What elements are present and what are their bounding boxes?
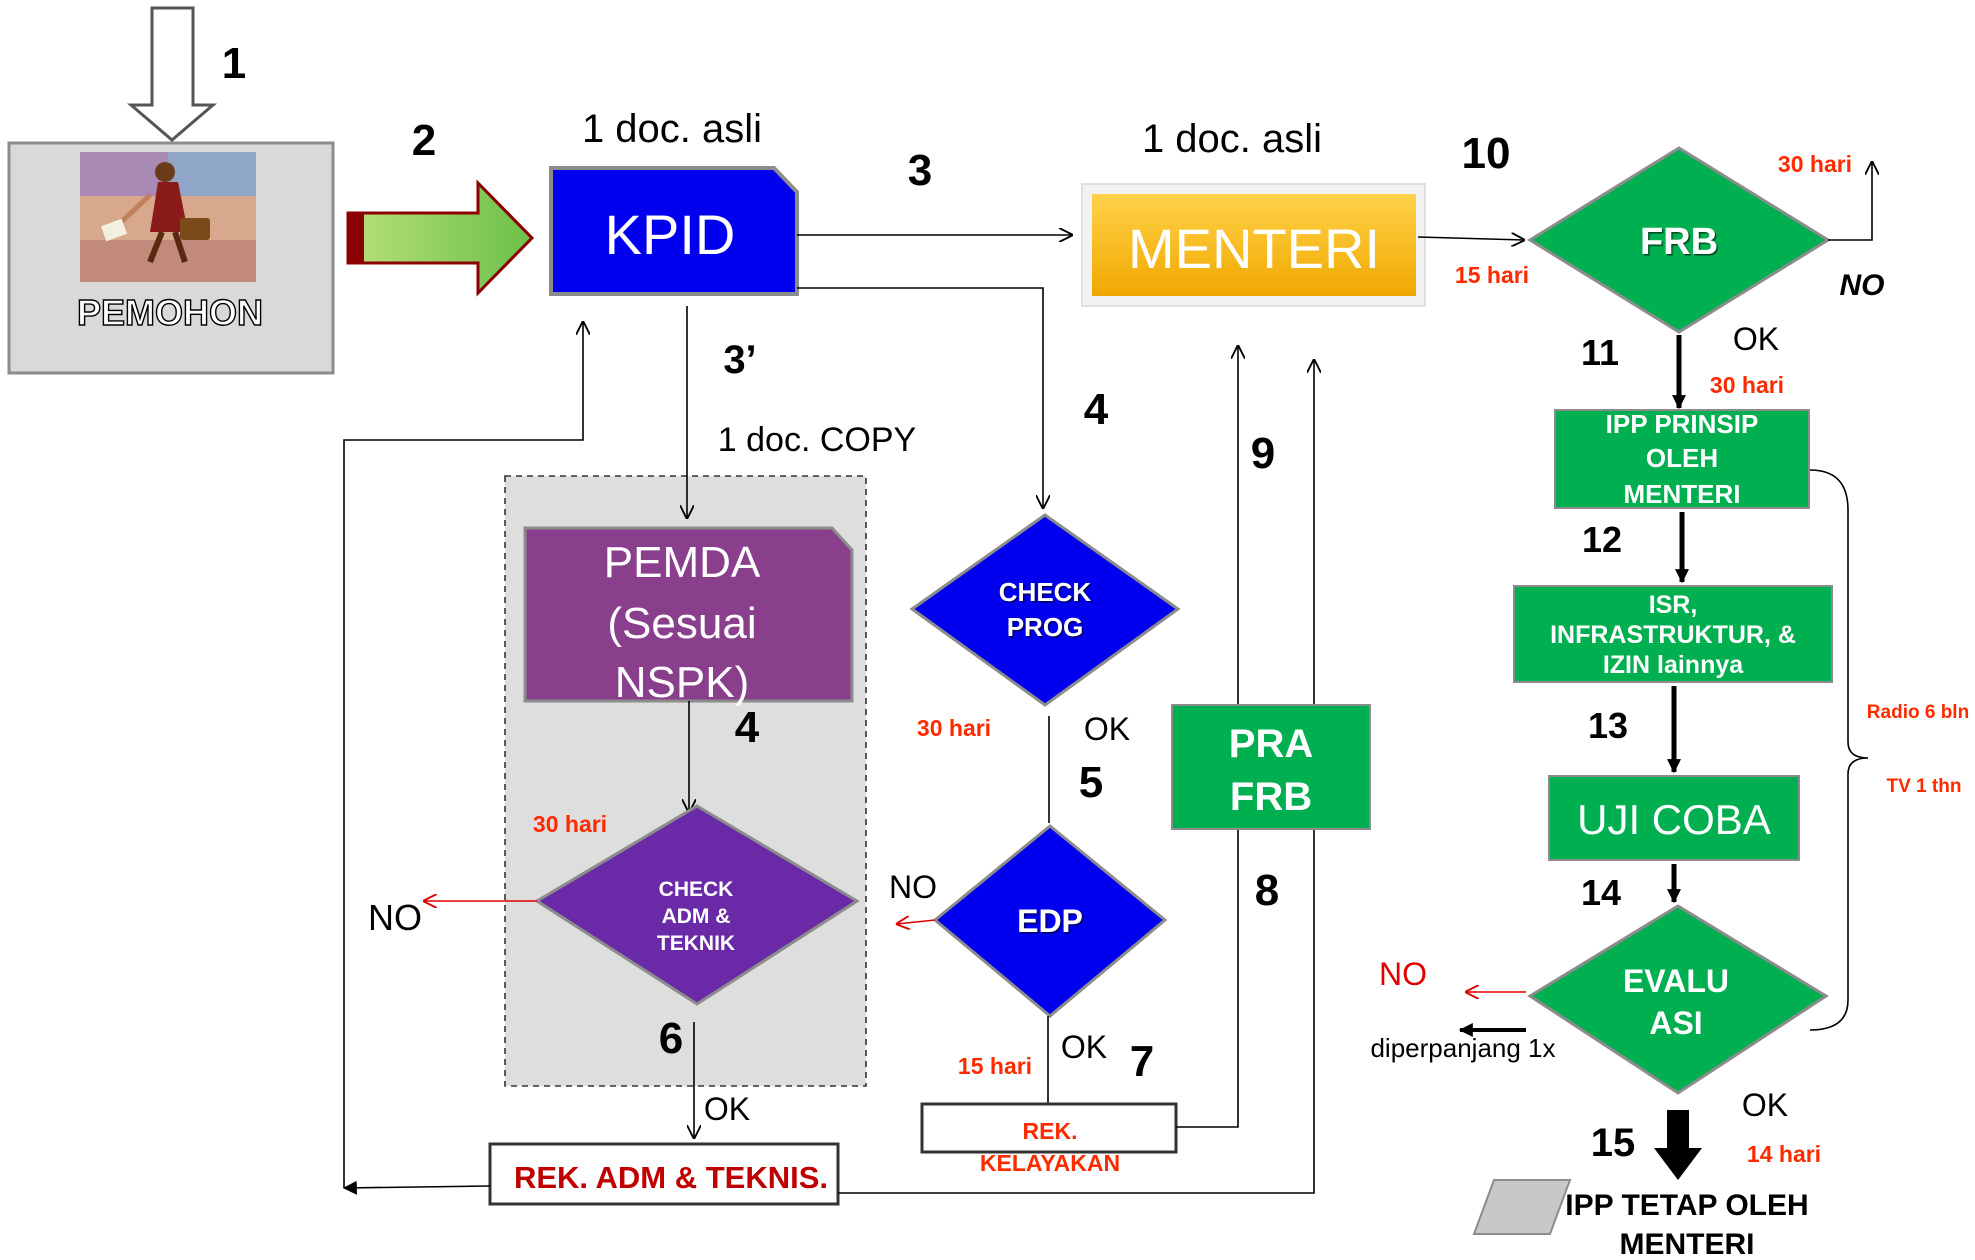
ipp-tetap-line1: IPP TETAP OLEH: [1565, 1189, 1808, 1222]
right-green-arrow-icon: [346, 179, 535, 297]
duration-adm: 30 hari: [533, 811, 607, 837]
arrow-loop-kpid: [343, 322, 583, 1188]
isr-line3: IZIN lainnya: [1603, 651, 1744, 679]
check-adm-line1: CHECK: [659, 878, 734, 901]
step-15: 15: [1591, 1121, 1636, 1165]
rek-kelayakan-box: REK. KELAYAKAN: [920, 1102, 1178, 1176]
evaluasi-diamond: EVALU ASI: [1527, 904, 1829, 1095]
frb-label: FRB: [1640, 221, 1718, 263]
check-prog-line2: PROG: [1007, 612, 1084, 642]
step-10: 10: [1462, 129, 1511, 178]
kpid-label: KPID: [605, 203, 736, 266]
rek-kelayakan-line1: REK.: [1023, 1118, 1078, 1144]
pemohon-box: PEMOHON: [7, 141, 335, 375]
step-3: 3: [908, 146, 932, 195]
step-3-prime: 3’: [723, 338, 756, 382]
arrow-rek-adm-menteri: [838, 360, 1314, 1194]
check-adm-diamond: CHECK ADM & TEKNIK: [534, 804, 860, 1006]
menteri-label: MENTERI: [1128, 217, 1380, 280]
diperpanjang-label: diperpanjang 1x: [1370, 1033, 1555, 1063]
pemda-line3: NSPK): [615, 658, 749, 707]
duration-frb-no: 30 hari: [1778, 151, 1852, 177]
no-evaluasi: NO: [1379, 956, 1427, 992]
step-12: 12: [1582, 519, 1622, 560]
no-edp: NO: [889, 869, 937, 905]
no-adm: NO: [368, 897, 422, 938]
ok-frb: OK: [1733, 321, 1779, 357]
step-6: 6: [659, 1014, 683, 1063]
arrow-evaluasi-ipp-tetap: [1654, 1110, 1702, 1180]
doc-copy: 1 doc. COPY: [718, 421, 916, 459]
step-11: 11: [1581, 332, 1619, 373]
step-14: 14: [1581, 872, 1621, 913]
arrow-frb-no: [1828, 162, 1872, 241]
step-7: 7: [1130, 1037, 1154, 1086]
ok-adm: OK: [704, 1091, 750, 1127]
ipp-tetap-node: IPP TETAP OLEH MENTERI: [1472, 1179, 1809, 1260]
pemohon-label: PEMOHON: [77, 292, 263, 333]
ipp-prinsip-line3: MENTERI: [1624, 479, 1741, 509]
pra-frb-line1: PRA: [1229, 722, 1313, 766]
edp-diamond: EDP: [932, 824, 1168, 1018]
pemda-line1: PEMDA: [604, 538, 761, 587]
uji-coba-box: UJI COBA: [1548, 775, 1800, 861]
ipp-tetap-line2: MENTERI: [1620, 1228, 1755, 1260]
check-prog-line1: CHECK: [999, 577, 1092, 607]
rek-kelayakan-line2: KELAYAKAN: [980, 1150, 1120, 1176]
isr-box: ISR, INFRASTRUKTUR, & IZIN lainnya: [1513, 585, 1833, 683]
no-frb: NO: [1840, 269, 1885, 302]
arrow-kpid-check-prog: [797, 287, 1043, 508]
duration-check-prog: 30 hari: [917, 715, 991, 741]
step-13: 13: [1588, 705, 1628, 746]
edp-label: EDP: [1017, 903, 1083, 939]
duration-menteri-frb: 15 hari: [1455, 262, 1529, 288]
person-walking-icon: [80, 152, 256, 282]
rek-adm-box: REK. ADM & TEKNIS.: [488, 1142, 840, 1206]
down-hollow-arrow-icon: [126, 6, 218, 142]
kpid-box: KPID: [549, 166, 799, 296]
menteri-box: MENTERI: [1081, 183, 1426, 307]
step-8: 8: [1255, 866, 1279, 915]
pemda-line2: (Sesuai: [607, 599, 756, 648]
ipp-prinsip-box: IPP PRINSIP OLEH MENTERI: [1554, 409, 1810, 509]
tv-label: TV 1 thn: [1887, 776, 1962, 797]
duration-evaluasi: 14 hari: [1747, 1141, 1821, 1167]
step-4-pemda: 4: [735, 703, 760, 752]
frb-diamond: FRB: [1527, 146, 1831, 334]
radio-label: Radio 6 bln: [1867, 702, 1969, 723]
doc-asli-menteri: 1 doc. asli: [1142, 117, 1322, 161]
evaluasi-line2: ASI: [1649, 1005, 1702, 1041]
isr-line2: INFRASTRUKTUR, &: [1550, 621, 1796, 649]
brace: [1809, 469, 1869, 1031]
uji-coba-label: UJI COBA: [1577, 796, 1771, 843]
evaluasi-line1: EVALU: [1623, 963, 1729, 999]
arrow-menteri-frb: [1417, 237, 1524, 240]
arrow-edp-no: [897, 920, 936, 924]
pemda-box: PEMDA (Sesuai NSPK): [523, 526, 854, 707]
arrow-rek-adm-left: [342, 1180, 491, 1195]
doc-asli-kpid: 1 doc. asli: [582, 107, 762, 151]
check-adm-line3: TEKNIK: [657, 932, 735, 955]
step-9: 9: [1251, 429, 1275, 478]
duration-frb-ipp: 30 hari: [1710, 372, 1784, 398]
arrow-rek-kelayakan-menteri: [1176, 346, 1238, 1128]
step-2: 2: [412, 116, 436, 165]
ok-check-prog: OK: [1084, 711, 1130, 747]
ipp-prinsip-line2: OLEH: [1646, 443, 1718, 473]
step-1: 1: [222, 39, 246, 88]
ok-edp: OK: [1061, 1029, 1107, 1065]
step-5: 5: [1079, 758, 1103, 807]
rek-adm-label: REK. ADM & TEKNIS.: [514, 1160, 828, 1195]
duration-edp: 15 hari: [958, 1053, 1032, 1079]
step-4-prog: 4: [1084, 385, 1109, 434]
pra-frb-line2: FRB: [1230, 775, 1312, 819]
pra-frb-box: PRA FRB: [1171, 704, 1371, 830]
isr-line1: ISR,: [1649, 591, 1698, 619]
check-prog-diamond: CHECK PROG: [909, 513, 1181, 707]
check-adm-line2: ADM &: [662, 905, 731, 928]
ok-evaluasi: OK: [1742, 1087, 1788, 1123]
ipp-prinsip-line1: IPP PRINSIP: [1606, 409, 1759, 439]
